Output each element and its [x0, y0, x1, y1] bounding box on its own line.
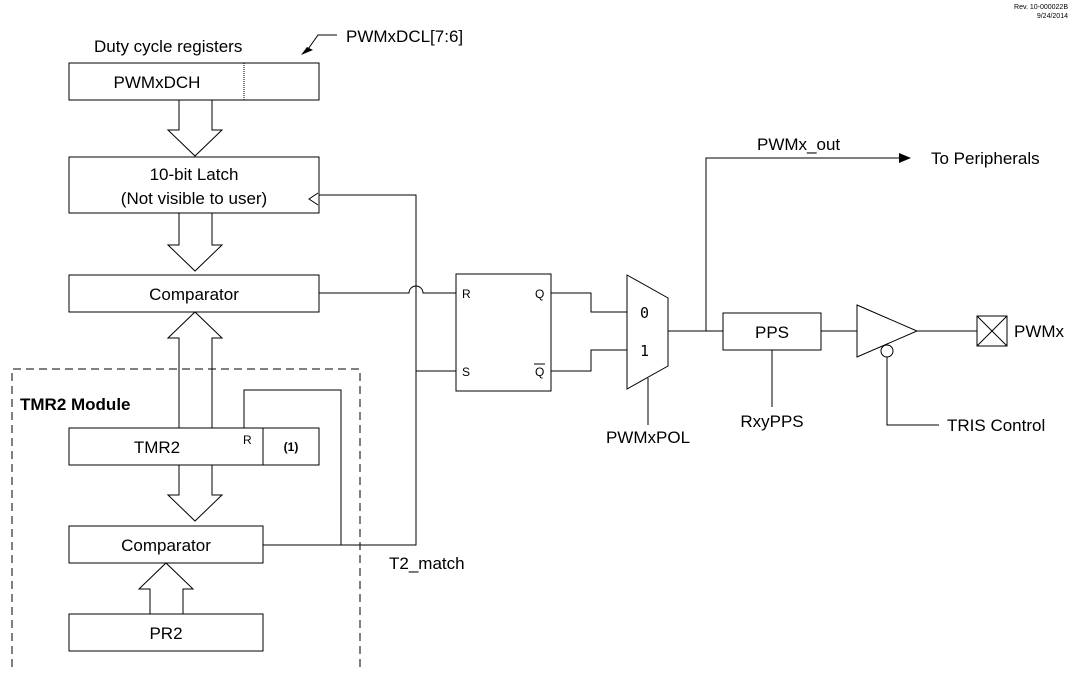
duty-comparator	[68, 274, 320, 313]
sr-latch-r-pin: R	[462, 287, 471, 301]
pwmx-out-wire	[705, 153, 911, 331]
mux-input-0: 0	[640, 304, 649, 322]
period-comparator	[68, 525, 264, 564]
duty-cycle-registers-title: Duty cycle registers	[94, 37, 242, 56]
pwmx-pin-label: PWMx	[1014, 322, 1065, 341]
sr-latch	[455, 273, 552, 392]
duty-comparator-label: Comparator	[149, 285, 239, 304]
qbar-to-mux-wire	[551, 349, 627, 372]
revision-line-1: Rev. 10-000022B	[1014, 4, 1068, 11]
revision-date: 9/24/2014	[1037, 13, 1068, 20]
latch-clock-indicator	[308, 192, 319, 206]
mux-input-1: 1	[640, 342, 649, 360]
period-comparator-label: Comparator	[121, 536, 211, 555]
pwmxdcl-label: PWMxDCL[7:6]	[346, 27, 463, 46]
latch-title: 10-bit Latch	[150, 165, 239, 184]
t2-match-wire	[263, 194, 417, 546]
tris-control-label: TRIS Control	[947, 416, 1045, 435]
rxypps-label: RxyPPS	[740, 412, 803, 431]
to-peripherals-label: To Peripherals	[931, 149, 1040, 168]
tmr2-register	[68, 427, 320, 466]
sr-latch-s-pin: S	[462, 365, 470, 379]
ten-bit-latch	[68, 156, 320, 214]
bus-arrow-tmr2-to-period-comparator	[166, 464, 224, 522]
bus-arrow-register-to-latch	[166, 99, 224, 157]
tmr2-module-boundary	[11, 368, 361, 667]
sr-latch-q-pin: Q	[535, 287, 544, 301]
polarity-mux	[626, 274, 669, 390]
tmr2-footnote: (1)	[284, 440, 299, 454]
tmr2-module-title: TMR2 Module	[20, 395, 131, 414]
tmr2-label: TMR2	[134, 438, 180, 457]
pr2-label: PR2	[149, 624, 182, 643]
tmr2-reset-label: R	[243, 433, 252, 447]
bus-arrow-pr2-to-comparator	[137, 562, 195, 615]
bus-arrow-latch-to-comparator	[166, 212, 224, 272]
reset-input-wire	[319, 285, 456, 294]
bus-arrow-tmr2-to-comparator	[166, 311, 224, 429]
dcl-leader-line	[305, 34, 337, 53]
tris-control-wire	[886, 357, 939, 426]
pwmx-out-label: PWMx_out	[757, 135, 840, 154]
pps-block	[722, 312, 822, 351]
q-to-mux-wire	[551, 292, 627, 313]
t2-match-label: T2_match	[389, 554, 465, 573]
dcl-leader-arrow	[301, 47, 313, 55]
sr-latch-qbar-pin: Q	[535, 365, 544, 379]
pps-label: PPS	[755, 323, 789, 342]
tristate-buffer	[856, 304, 919, 358]
pwmxpol-label: PWMxPOL	[606, 428, 690, 447]
pwmxdch-label: PWMxDCH	[114, 73, 201, 92]
pwmx-pin-icon	[976, 315, 1008, 347]
buffer-enable-bubble	[880, 344, 894, 358]
pr2-register	[68, 613, 264, 652]
latch-subtitle: (Not visible to user)	[121, 189, 267, 208]
tmr2-reset-wire	[243, 389, 342, 545]
